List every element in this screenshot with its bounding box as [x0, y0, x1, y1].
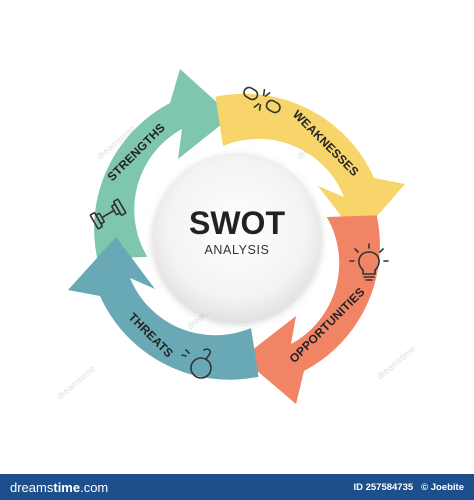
brand-domain: .com — [80, 479, 109, 495]
center-circle — [153, 153, 321, 321]
threats-arrow — [68, 237, 259, 380]
svg-text:dreamstime: dreamstime — [375, 344, 417, 382]
lightbulb-icon — [349, 243, 389, 281]
weaknesses-arrow — [215, 93, 405, 239]
footer-brand: dreamstime.com — [10, 480, 108, 495]
image-id: ID 257584735 — [353, 481, 414, 493]
footer-meta: ID 257584735 © Joebite — [353, 482, 464, 493]
center-title: SWOT — [189, 205, 285, 241]
footer-bar: dreamstime.com ID 257584735 © Joebite — [0, 474, 474, 500]
center-subtitle: ANALYSIS — [204, 243, 269, 257]
dumbbell-icon — [89, 198, 127, 230]
brand-suffix: time — [53, 479, 81, 495]
broken-chain-icon — [243, 86, 281, 114]
bomb-icon — [181, 348, 212, 379]
swot-diagram: dreamstime dreamstime dreamstime dreamst… — [55, 69, 417, 404]
copyright: © Joebite — [421, 481, 464, 493]
opportunities-arrow — [242, 215, 380, 404]
svg-text:dreamstime: dreamstime — [55, 364, 97, 402]
brand-prefix: dreams — [10, 479, 54, 495]
strengths-arrow — [94, 69, 233, 259]
